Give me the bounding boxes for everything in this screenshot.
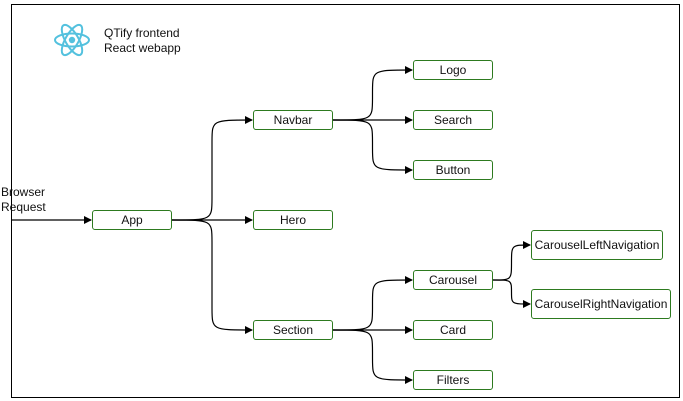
edge-navbar-to-button [332,119,413,174]
edge-section-to-carousel [332,276,413,331]
node-section[interactable]: Section [253,320,333,340]
node-carousel-right-navigation[interactable]: CarouselRightNavigation [531,289,671,319]
edge-section-to-filters [332,329,413,384]
edge-app-to-section [171,219,253,334]
node-search[interactable]: Search [413,110,493,130]
node-carousel-left-navigation[interactable]: CarouselLeftNavigation [531,230,663,260]
edge-carousel-to-carousel_right [492,279,531,308]
react-atom-icon [54,23,90,57]
node-app[interactable]: App [92,210,172,230]
node-navbar[interactable]: Navbar [253,110,333,130]
edge-app-to-navbar [171,116,253,221]
edge-carousel-to-carousel_left [492,241,531,281]
edge-navbar-to-logo [332,66,413,121]
node-card[interactable]: Card [413,320,493,340]
diagram-frame [11,4,680,398]
browser-request-label-line2: Request [1,200,46,214]
node-button[interactable]: Button [413,160,493,180]
node-carousel[interactable]: Carousel [413,270,493,290]
diagram-title-line1: QTify frontend [104,26,180,40]
node-logo[interactable]: Logo [413,60,493,80]
diagram-title-line2: React webapp [104,41,181,55]
node-hero[interactable]: Hero [253,210,333,230]
node-filters[interactable]: Filters [413,370,493,390]
browser-request-label-line1: Browser [1,185,46,199]
